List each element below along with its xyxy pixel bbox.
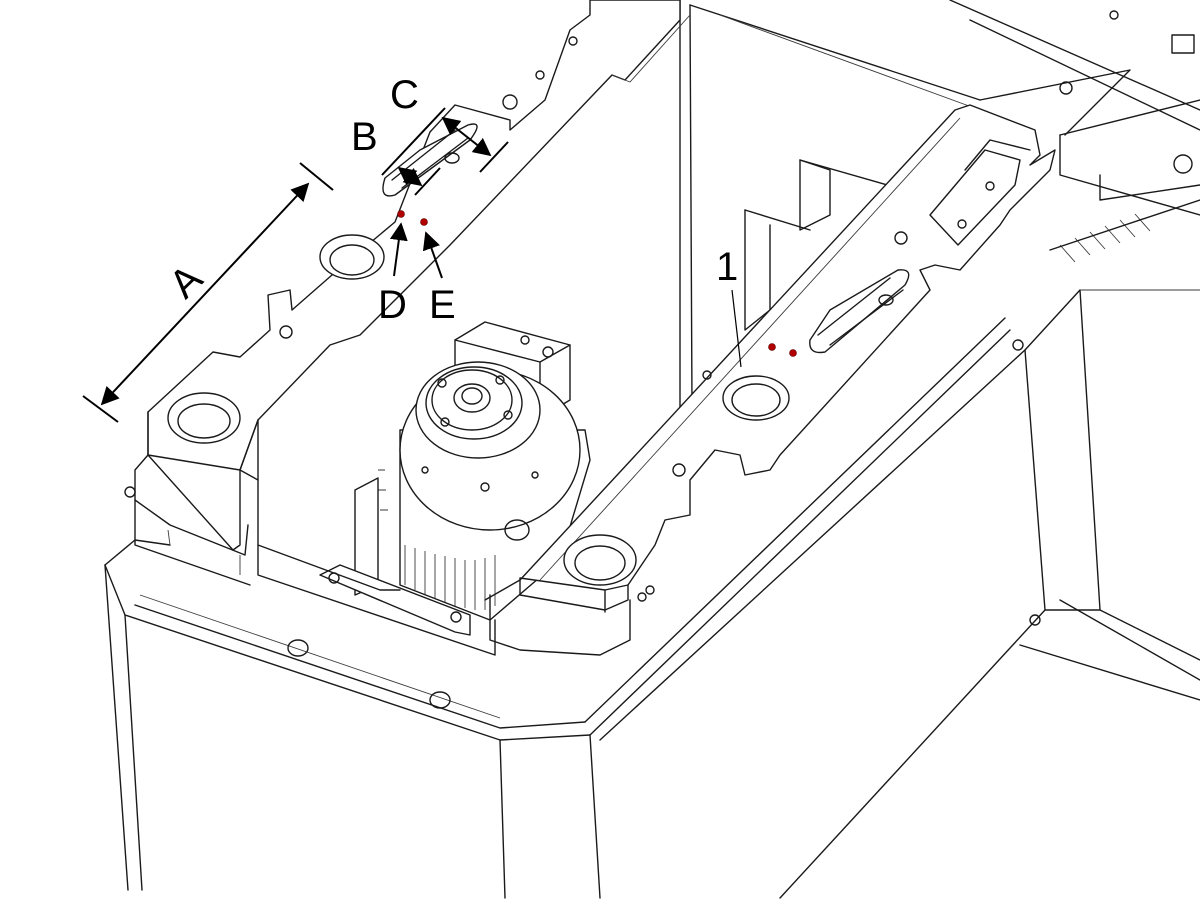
dimension-b-arrow	[397, 166, 423, 187]
screw-icon	[637, 592, 647, 602]
dimension-a-extension-bottom	[82, 395, 119, 423]
screw-icon	[450, 611, 462, 623]
hole-icon	[429, 691, 451, 709]
label-b: B	[351, 115, 378, 159]
screw-icon	[702, 370, 712, 380]
pin-d-marker	[397, 210, 405, 218]
screw-icon	[520, 335, 530, 345]
hole-icon	[287, 639, 309, 657]
label-a: A	[161, 256, 211, 306]
screw-icon	[568, 36, 578, 46]
screw-icon	[894, 231, 908, 245]
label-c: C	[390, 73, 419, 117]
screw-icon	[437, 378, 447, 388]
dimension-c-arrow	[441, 116, 492, 157]
label-part-1: 1	[716, 245, 738, 289]
pin-marker	[768, 343, 776, 351]
screw-icon	[503, 410, 513, 420]
screw-icon	[957, 219, 967, 229]
pin-marker	[789, 349, 797, 357]
screw-icon	[542, 346, 554, 358]
housing	[104, 0, 1200, 899]
hole-icon	[421, 466, 429, 474]
dimension-b-extension	[414, 167, 441, 196]
connector-pins	[1049, 199, 1200, 263]
hole-icon	[531, 471, 539, 479]
screw-icon	[124, 486, 136, 498]
screw-icon	[440, 417, 450, 427]
label-e: E	[429, 283, 456, 327]
leader-e	[422, 231, 443, 279]
screw-icon	[645, 585, 655, 595]
hole-icon	[504, 519, 530, 541]
screw-icon	[1173, 154, 1193, 174]
screw-icon	[1012, 339, 1024, 351]
dimension-a-arrow	[100, 182, 310, 406]
screw-icon	[502, 94, 518, 110]
right-rail-part-1	[484, 104, 1056, 656]
screw-icon	[1059, 81, 1073, 95]
dimension-c-extension	[479, 141, 509, 173]
screw-icon	[985, 181, 995, 191]
dimension-b-extension	[381, 107, 446, 176]
leader-part-1	[731, 289, 742, 368]
label-d: D	[378, 283, 407, 327]
hole-icon	[480, 482, 490, 492]
pin-e-marker	[420, 218, 428, 226]
dimension-annotations	[82, 107, 742, 423]
screw-icon	[535, 70, 545, 80]
screw-icon	[1109, 10, 1119, 20]
screw-icon	[1029, 614, 1041, 626]
switch-icon	[1171, 34, 1195, 54]
leader-d	[389, 222, 408, 277]
motor-pulley-assembly	[319, 321, 591, 636]
screw-icon	[672, 463, 686, 477]
screw-icon	[495, 375, 505, 385]
dimension-a-extension-top	[299, 162, 334, 191]
